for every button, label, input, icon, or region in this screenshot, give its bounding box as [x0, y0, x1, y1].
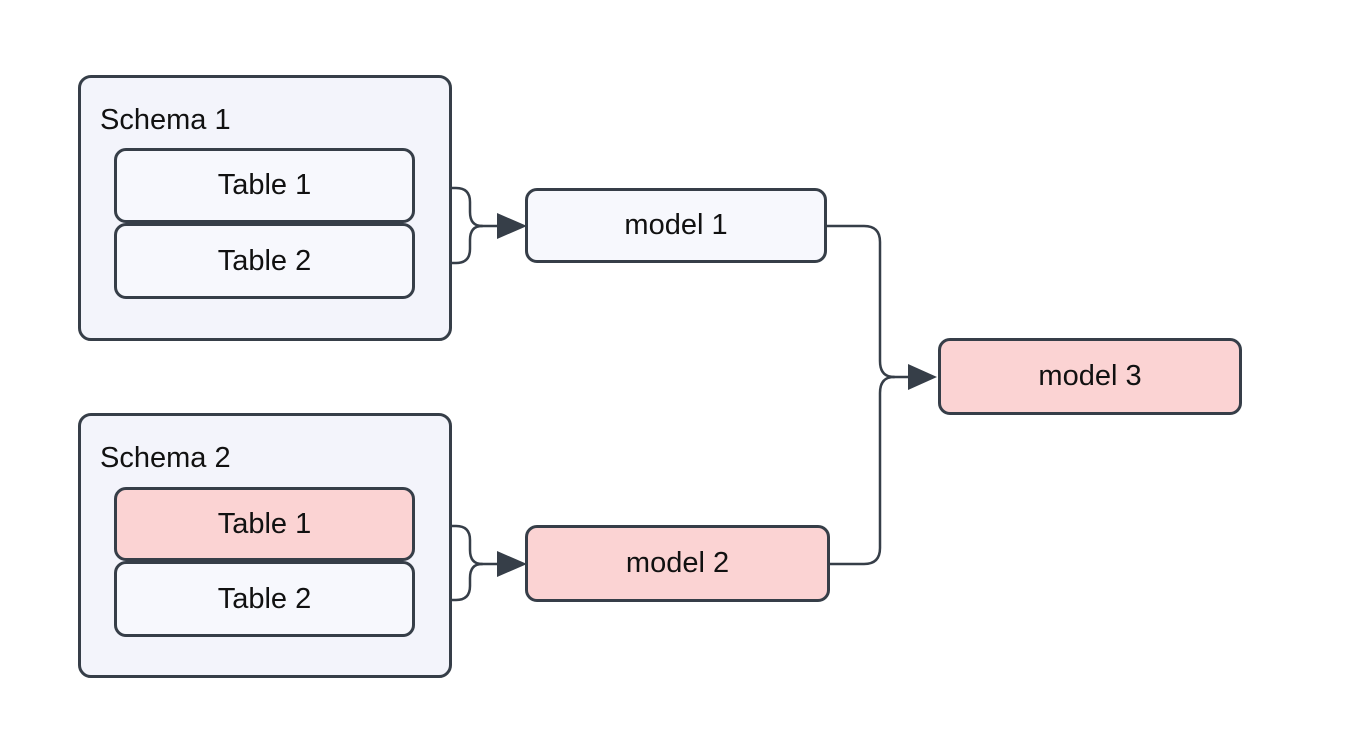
model2-label: model 2 [625, 547, 730, 579]
schema1-table2-label: Table 2 [217, 244, 312, 277]
arrowhead-model1 [497, 213, 527, 239]
model1-node: model 1 [525, 188, 827, 263]
edge-model1-model3 [825, 224, 896, 379]
model1-label: model 1 [624, 209, 728, 241]
model3-node: model 3 [938, 338, 1242, 415]
schema2-table1-label: Table 1 [217, 507, 312, 540]
schema2-table2-node: Table 2 [114, 561, 415, 637]
arrowhead-model3 [908, 364, 937, 390]
schema-1-title: Schema 1 [100, 104, 231, 136]
schema1-table1-node: Table 1 [114, 148, 415, 223]
edge-model2-model3 [828, 375, 896, 566]
model3-label: model 3 [1038, 360, 1142, 392]
schema2-table2-label: Table 2 [217, 582, 312, 615]
schema2-table1-node: Table 1 [114, 487, 415, 561]
schema-2-title: Schema 2 [100, 442, 231, 474]
arrowhead-model2 [497, 551, 527, 577]
schema1-table2-node: Table 2 [114, 223, 415, 299]
schema1-table1-label: Table 1 [217, 169, 312, 201]
model2-node: model 2 [525, 525, 830, 602]
